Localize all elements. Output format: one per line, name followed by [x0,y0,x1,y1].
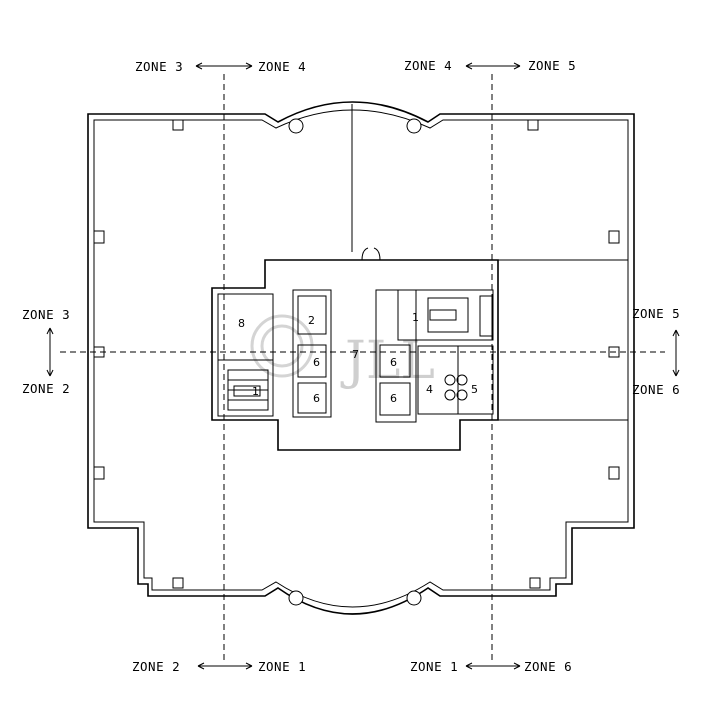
zone-label-bottom-left-b: ZONE 1 [258,659,306,674]
room-number-1: 1 [412,311,419,324]
room-number-1-stair: 1 [252,385,259,398]
zone-label-top-left-b: ZONE 4 [258,59,306,74]
structural-columns [93,118,620,606]
zone-label-right-upper: ZONE 5 [632,306,680,321]
zone-label-top-right-a: ZONE 4 [404,58,452,73]
room-number-6d: 6 [390,392,397,405]
watermark-logo: JLL [250,314,435,391]
room-number-4: 4 [426,383,433,396]
building-outline [87,101,635,615]
room-number-7: 7 [352,348,359,361]
room-number-6a: 6 [313,356,320,369]
zone-label-bottom-right-b: ZONE 6 [524,659,572,674]
zone-label-left-lower: ZONE 2 [22,381,70,396]
room-number-6b: 6 [313,392,320,405]
watermark-text: JLL [340,331,435,391]
zone-label-bottom-left-a: ZONE 2 [132,659,180,674]
room-number-8: 8 [238,317,245,330]
zone-label-top-left-a: ZONE 3 [135,59,183,74]
zone-label-left-upper: ZONE 3 [22,307,70,322]
room-number-5: 5 [471,383,478,396]
room-number-6c: 6 [390,356,397,369]
zone-dividers [60,74,665,664]
zone-arrows [46,62,680,670]
zone-label-right-lower: ZONE 6 [632,382,680,397]
zone-label-bottom-right-a: ZONE 1 [410,659,458,674]
zone-label-top-right-b: ZONE 5 [528,58,576,73]
building-core [211,247,628,451]
room-number-2: 2 [308,314,315,327]
